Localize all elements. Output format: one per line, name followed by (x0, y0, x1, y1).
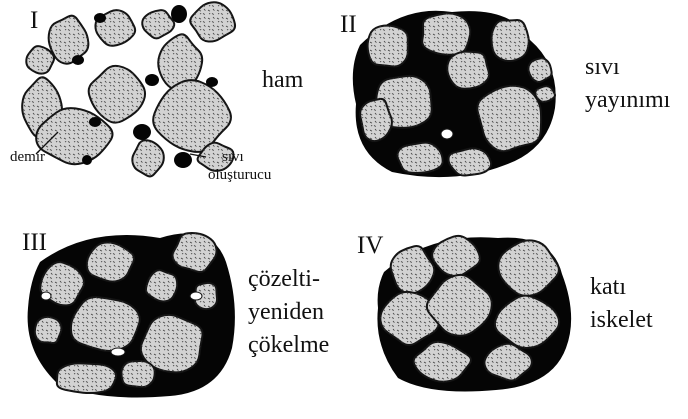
stage-numeral-1: I (30, 8, 38, 33)
stage-label-3-line-3: çökelme (248, 329, 329, 362)
grain-texture-3-7 (57, 363, 116, 393)
liquid-former-particle-5 (89, 117, 101, 127)
stage-numeral-3: III (22, 230, 47, 255)
grain-texture-2-0 (368, 26, 408, 67)
panel-stage-2 (353, 11, 556, 177)
panel-stage-4 (377, 236, 571, 392)
liquid-former-particle-4 (145, 74, 159, 86)
stage-label-2: sıvı yayınımı (585, 51, 670, 117)
grain-texture-3-4 (71, 297, 140, 351)
stage-label-3-line-2: yeniden (248, 296, 329, 329)
grain-texture-2-6 (397, 143, 442, 173)
grain-texture-1-5 (89, 66, 145, 123)
stage-label-4: katı iskelet (590, 271, 653, 337)
stage-numeral-4: IV (357, 233, 383, 258)
panel-stage-3 (28, 233, 235, 397)
liquid-former-particle-2 (72, 55, 84, 65)
liquid-former-particle-6 (133, 124, 151, 140)
stage-numeral-2: II (340, 12, 357, 37)
grain-texture-2-4 (447, 52, 489, 89)
liquid-former-particle-3 (206, 77, 218, 87)
liquid-former-annotation-line-2: oluşturucu (208, 168, 271, 183)
liquid-former-particle-1 (171, 5, 187, 23)
grain-texture-3-8 (121, 361, 154, 387)
liquid-former-particle-0 (94, 13, 106, 23)
pore-3-1 (190, 292, 202, 300)
stage-label-2-line-2: yayınımı (585, 84, 670, 117)
stage-label-3-line-1: çözelti- (248, 263, 329, 296)
liquid-former-particle-7 (174, 152, 192, 168)
grain-texture-3-6 (35, 317, 62, 343)
stage-label-3: çözelti- yeniden çökelme (248, 263, 329, 362)
panel-stage-1 (22, 2, 235, 176)
liquid-former-particle-8 (82, 155, 92, 165)
stage-label-2-line-1: sıvı (585, 51, 670, 84)
grain-texture-1-7 (153, 80, 231, 152)
grain-texture-2-2 (492, 20, 529, 61)
grain-texture-2-1 (422, 13, 470, 54)
iron-annotation: demir (10, 150, 45, 165)
liquid-former-annotation-line-1: sıvı (222, 150, 244, 165)
stage-label-1: ham (262, 68, 303, 92)
stage-label-4-line-1: katı (590, 271, 653, 304)
pore-3-2 (111, 348, 125, 356)
pore-3-0 (41, 292, 51, 300)
stage-label-4-line-2: iskelet (590, 304, 653, 337)
pore-2-0 (441, 129, 453, 139)
